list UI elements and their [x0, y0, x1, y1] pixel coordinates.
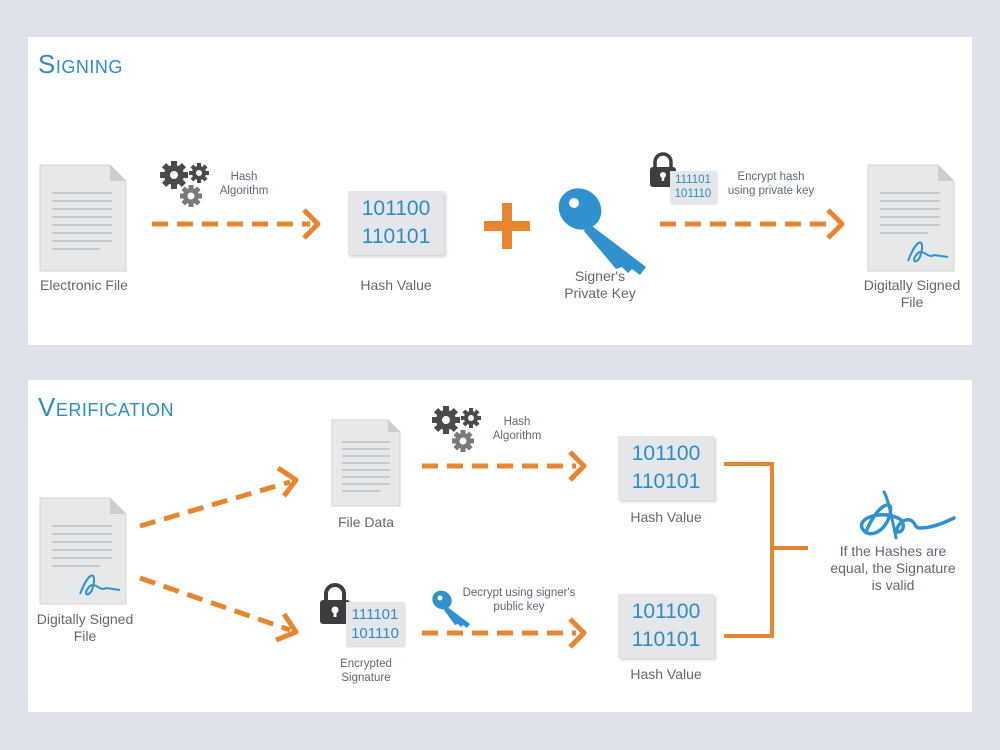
- key-icon: [432, 590, 470, 628]
- hash-value-label-2: Hash Value: [630, 666, 702, 682]
- key-icon: [558, 188, 646, 275]
- encrypt-hash-label: Encrypt hash using private key: [727, 171, 815, 197]
- gears-icon: [432, 406, 481, 452]
- encrypted-hash-box: 111101 101110: [670, 171, 716, 203]
- digitally-signed-file-label: Digitally Signed File: [863, 277, 961, 310]
- gears-icon: [160, 161, 209, 207]
- verification-graphics: [39, 406, 956, 649]
- hash-algorithm-label: Hash Algorithm: [492, 416, 542, 442]
- encrypted-signature-label: Encrypted Signature: [340, 658, 392, 684]
- hash-line-2: 110101: [361, 225, 431, 248]
- document-icon: [867, 164, 955, 272]
- plus-icon: [484, 203, 530, 249]
- hash-line-2: 110101: [631, 470, 701, 493]
- hash-value-box-1: 101100 110101: [618, 436, 714, 500]
- hash-line-2: 110101: [631, 628, 701, 651]
- signing-panel: Signing: [28, 37, 972, 345]
- bracket-icon: [724, 462, 808, 638]
- digitally-signed-file-label: Digitally Signed File: [36, 611, 134, 644]
- hash-line-1: 101100: [631, 600, 701, 623]
- encrypted-line-1: 111101: [675, 174, 711, 186]
- electronic-file-label: Electronic File: [40, 277, 128, 293]
- arrow-icon: [152, 208, 321, 240]
- encrypted-line-2: 101110: [674, 188, 712, 200]
- verification-panel: Verification: [28, 380, 972, 712]
- arrow-icon: [422, 450, 587, 482]
- hash-algorithm-label: Hash Algorithm: [219, 171, 269, 197]
- arrow-icon: [660, 208, 845, 240]
- hash-value-box-2: 101100 110101: [618, 594, 714, 658]
- arrow-icon: [139, 575, 299, 643]
- lock-icon: [320, 583, 350, 624]
- hash-line-1: 101100: [361, 197, 431, 220]
- encrypted-line-1: 111101: [351, 606, 399, 623]
- arrow-icon: [139, 465, 299, 529]
- hash-line-1: 101100: [631, 442, 701, 465]
- result-label: If the Hashes are equal, the Signature i…: [830, 543, 956, 593]
- hash-value-label: Hash Value: [360, 277, 432, 293]
- file-data-label: File Data: [337, 514, 395, 530]
- signing-graphics: [39, 152, 955, 275]
- signing-title: Signing: [38, 49, 123, 79]
- document-icon: [39, 497, 127, 605]
- hash-value-box: 101100 110101: [348, 191, 444, 255]
- signature-icon: [859, 490, 956, 540]
- decrypt-label: Decrypt using signer's public key: [462, 587, 576, 613]
- arrow-icon: [422, 617, 587, 649]
- encrypted-signature-box: 111101 101110: [346, 602, 404, 646]
- encrypted-line-2: 101110: [351, 625, 399, 642]
- lock-icon: [650, 152, 676, 187]
- document-icon: [39, 164, 127, 272]
- document-icon: [331, 419, 401, 507]
- private-key-label: Signer's Private Key: [564, 268, 636, 301]
- hash-value-label-1: Hash Value: [630, 509, 702, 525]
- verification-title: Verification: [38, 392, 175, 422]
